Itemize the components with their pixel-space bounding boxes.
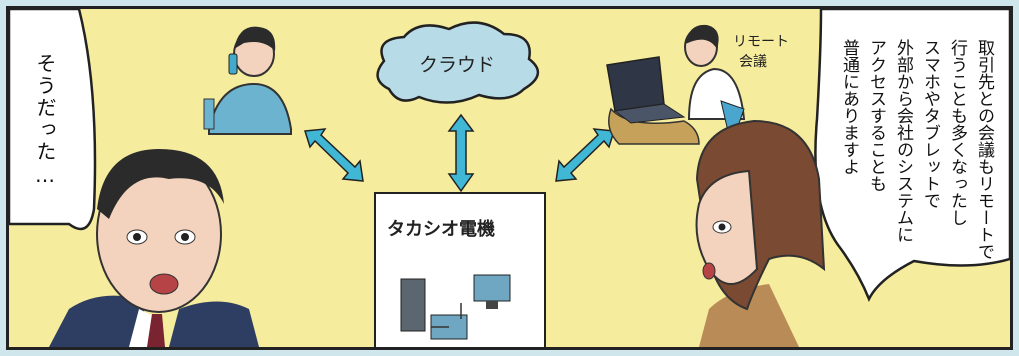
remote-label-line2: 会議 — [739, 54, 767, 70]
cloud-label: クラウド — [419, 54, 496, 76]
manga-panel: そうだった… クラウド リモート 会議 タカシオ電機 取引先との会議もリモートで… — [6, 6, 1013, 350]
left-speech-bubble — [9, 9, 97, 231]
cloud-shape — [376, 21, 539, 104]
right-bubble-line-4: 外部から会社のシステムに — [893, 39, 913, 243]
right-bubble-line-2: 行うことも多くなったし — [947, 39, 967, 226]
right-bubble-line-3: スマホやタブレットで — [920, 39, 940, 209]
right-speech-bubble — [814, 9, 1010, 303]
company-label: タカシオ電機 — [387, 219, 495, 240]
phone-person — [203, 26, 292, 135]
left-bubble-text: そうだった… — [33, 53, 57, 189]
woman-character — [695, 119, 826, 347]
remote-person — [606, 24, 746, 145]
panel-illustration — [9, 9, 1010, 347]
right-bubble-line-6: 普通にありますよ — [839, 39, 859, 175]
right-bubble-text: 取引先との会議もリモートで 行うことも多くなったし スマホやタブレットで 外部か… — [839, 39, 994, 260]
right-bubble-line-5: アクセスすることも — [866, 39, 886, 192]
arrow-remote-company — [555, 128, 615, 182]
company-box — [374, 192, 546, 347]
arrow-cloud-company — [447, 113, 475, 193]
remote-label-line1: リモート — [733, 34, 789, 50]
man-character — [49, 149, 259, 347]
right-bubble-line-1: 取引先との会議もリモートで — [974, 39, 994, 260]
arrow-phone-company — [304, 128, 364, 182]
